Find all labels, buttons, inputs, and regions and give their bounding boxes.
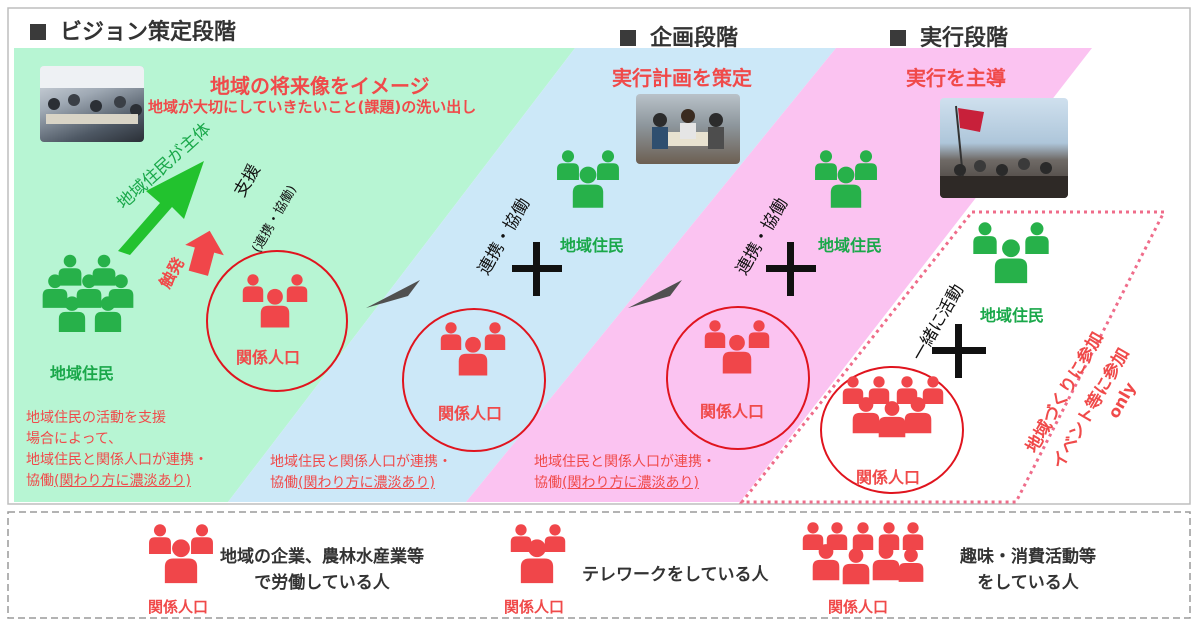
vision-headline: 地域の将来像をイメージ xyxy=(210,74,430,98)
square-bullet-icon xyxy=(620,30,636,46)
plus-icon xyxy=(766,242,816,296)
planning-relation-circle xyxy=(402,308,546,452)
photo-figures xyxy=(40,66,144,124)
vision-subline: 地域が大切にしていきたいこと(課題)の洗い出し xyxy=(148,98,477,116)
relation-group-icon xyxy=(704,320,770,374)
photo-figures xyxy=(940,105,1068,198)
legend-1-desc: 地域の企業、農林水産業等 で労働している人 xyxy=(220,547,424,593)
transition-arrow-1 xyxy=(366,280,420,308)
planning-relation-label: 関係人口 xyxy=(438,404,503,423)
execution-headline: 実行を主導 xyxy=(906,66,1006,90)
legend-1-label: 関係人口 xyxy=(148,598,209,616)
event-relation-label: 関係人口 xyxy=(856,468,921,487)
legend-2-label: 関係人口 xyxy=(504,598,565,616)
photo-figures xyxy=(652,109,724,149)
vision-relation-label: 関係人口 xyxy=(236,348,301,367)
legend-2-desc: テレワークをしている人 xyxy=(582,565,769,585)
square-bullet-icon xyxy=(890,30,906,46)
execution-residents-label: 地域住民 xyxy=(818,236,883,255)
vision-relation-circle xyxy=(206,250,348,392)
relation-group-icon xyxy=(149,524,213,584)
residents-group-icon xyxy=(42,254,134,332)
execution-relation-label: 関係人口 xyxy=(700,402,765,421)
relation-group-icon xyxy=(440,322,506,376)
vision-note: 地域住民の活動を支援 場合によって、 地域住民と関係人口が連携・ 協働(関わり方… xyxy=(26,410,208,489)
legend-frame xyxy=(7,511,1191,619)
relation-group-icon xyxy=(242,274,308,328)
event-residents-label: 地域住民 xyxy=(980,306,1045,325)
vision-residents-label: 地域住民 xyxy=(50,364,115,383)
relation-group-icon xyxy=(510,524,566,584)
residents-group-icon xyxy=(973,222,1049,284)
phase-header-execution: 実行段階 xyxy=(890,20,1008,52)
big-green-arrow-icon xyxy=(118,161,204,255)
planning-residents-label: 地域住民 xyxy=(560,236,625,255)
transition-arrow-2 xyxy=(628,280,682,308)
planning-note: 地域住民と関係人口が連携・ 協働(関わり方に濃淡あり) xyxy=(270,454,452,491)
plus-icon xyxy=(932,324,986,378)
meeting-photo xyxy=(40,66,144,142)
trigger-arrow-icon xyxy=(185,230,224,276)
phase-header-planning: 企画段階 xyxy=(620,20,738,52)
legend-3-desc: 趣味・消費活動等 をしている人 xyxy=(960,547,1096,593)
event-photo xyxy=(940,98,1068,198)
event-relation-circle xyxy=(820,366,964,494)
execution-relation-circle xyxy=(666,306,810,450)
execution-band xyxy=(466,48,1092,502)
legend-3-label: 関係人口 xyxy=(828,598,889,616)
residents-group-icon xyxy=(557,150,619,208)
square-bullet-icon xyxy=(30,24,46,40)
relation-crowd-icon xyxy=(802,522,924,585)
planning-photo xyxy=(636,94,740,164)
phase-header-vision: ビジョン策定段階 xyxy=(30,14,236,46)
event-dotted-frame xyxy=(738,210,1167,504)
execution-note: 地域住民と関係人口が連携・ 協働(関わり方に濃淡あり) xyxy=(534,454,716,491)
plus-icon xyxy=(512,242,562,296)
residents-group-icon xyxy=(815,150,877,208)
planning-headline: 実行計画を策定 xyxy=(612,66,752,90)
relation-group-icon xyxy=(842,376,944,438)
main-frame xyxy=(7,7,1191,505)
